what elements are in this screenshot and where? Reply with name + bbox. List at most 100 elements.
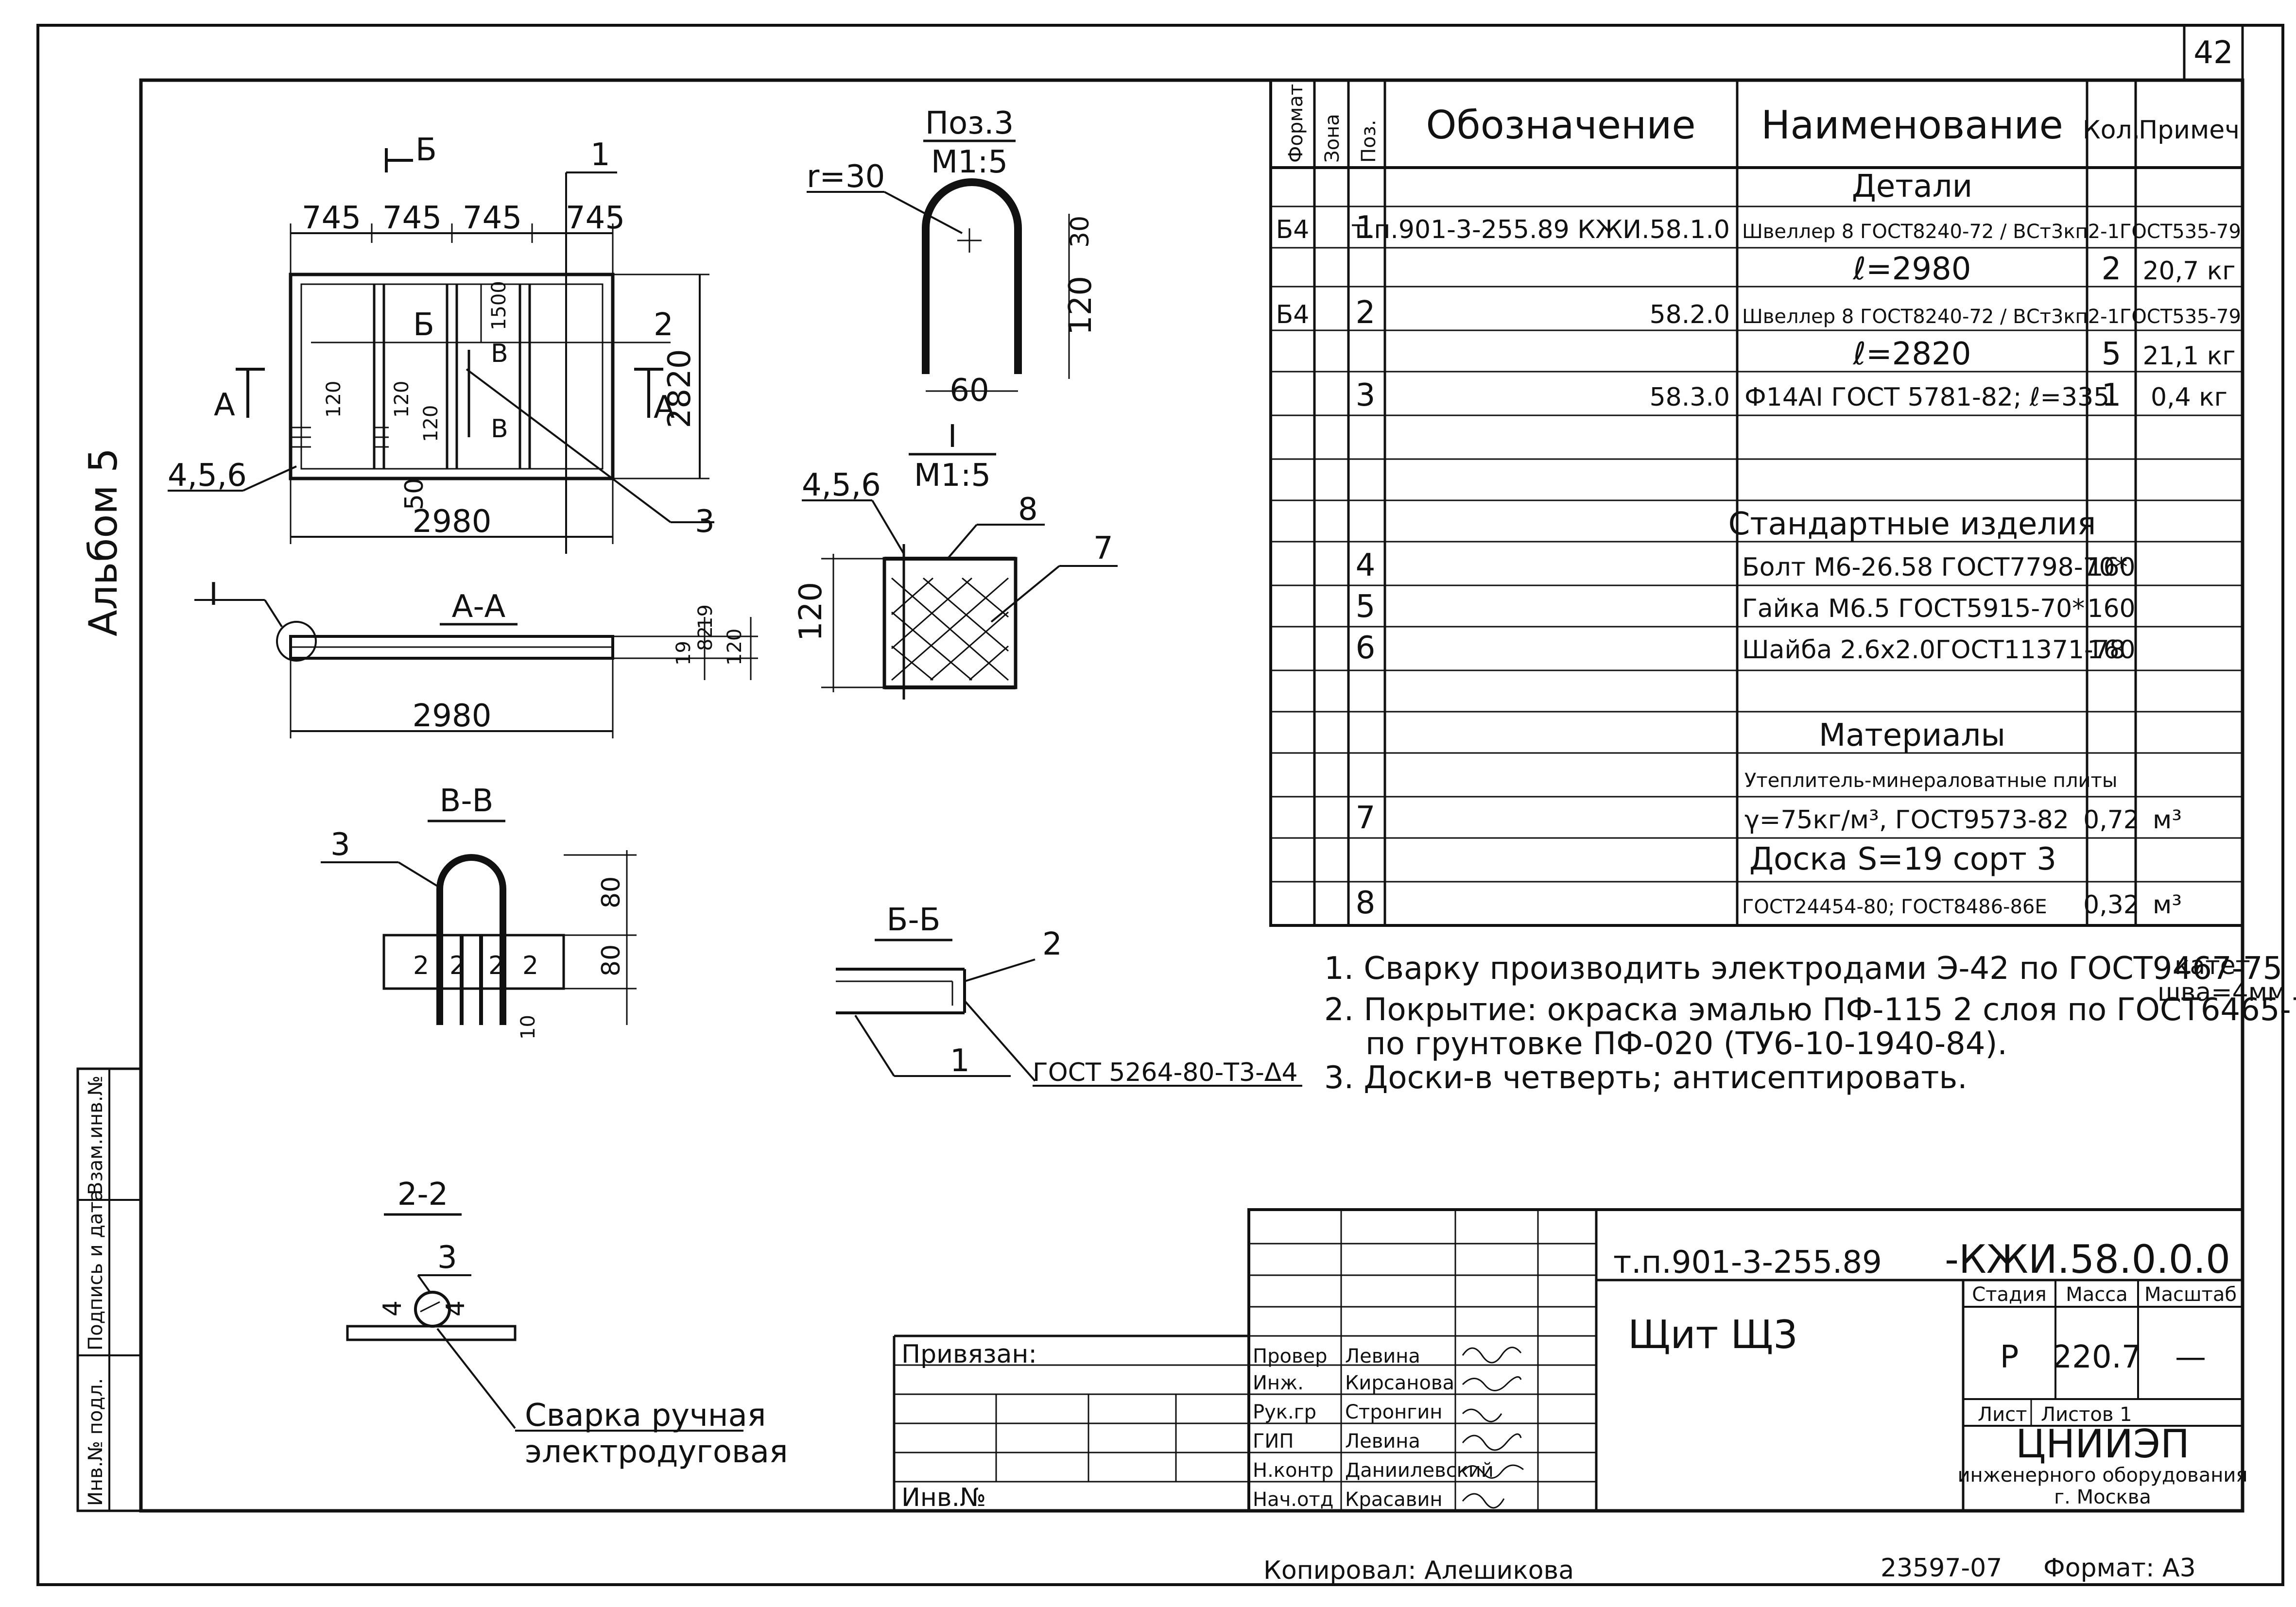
note-2-cont: по грунтовке ПФ-020 (ТУ6-10-1940-84).: [1365, 1026, 2007, 1062]
tb-scale-label: Масштаб: [2144, 1283, 2237, 1306]
r2-name: ℓ=2980: [1853, 251, 1971, 287]
role-1: Провер: [1253, 1345, 1328, 1368]
outer-frame: [36, 24, 2284, 1586]
margin-stamp: Инв.№ подл. Подпись и дата Взам.инв.№: [76, 1067, 142, 1512]
r4-note: 21,1 кг: [2142, 342, 2235, 371]
r3-pos: 2: [1356, 295, 1376, 331]
r10-name: γ=75кг/м³, ГОСТ9573-82: [1744, 805, 2069, 835]
r1-pos: 1: [1356, 210, 1376, 246]
note-1: 1. Сварку производить электродами Э-42 п…: [1324, 951, 2282, 987]
r6-name: Болт М6-26.58 ГОСТ7798-70*: [1742, 553, 2128, 582]
pos3-view: Поз.3 М1:5 r=30 30 120 60: [807, 105, 1099, 409]
dim-50: 50: [400, 478, 429, 510]
detail-i-scale: М1:5: [914, 458, 991, 494]
dim-745-3: 745: [463, 200, 522, 236]
footer-copied: Копировал: Алешикова: [1263, 1556, 1574, 1585]
title-block: Привязан: Инв.№ Провер Левина Инж. Кирса…: [893, 1208, 2247, 1512]
role-4: ГИП: [1253, 1430, 1294, 1453]
r8-pos: 6: [1356, 630, 1376, 666]
tb-stage-label: Стадия: [1972, 1283, 2046, 1306]
r5-pos: 3: [1356, 377, 1376, 413]
dim-120-b: 120: [391, 381, 413, 418]
r2-note: 20,7 кг: [2142, 256, 2235, 286]
tb-mass: 220.7: [2052, 1339, 2141, 1375]
vv-weld-1: 2: [413, 951, 429, 980]
name-5: Даниилевский: [1345, 1459, 1494, 1482]
r1-name: Швеллер 8 ГОСТ8240-72 / ВСт3кп2-1ГОСТ535…: [1742, 221, 2241, 243]
plan-view: 745 745 745 745 Б 1 2820 2 Б 1500 В В 12…: [168, 132, 715, 554]
hdr-name: Наименование: [1761, 103, 2063, 148]
r11-name: Доска S=19 сорт 3: [1749, 841, 2056, 877]
r10-pos: 7: [1356, 800, 1376, 836]
tb-code: -КЖИ.58.0.0.0: [1945, 1237, 2230, 1282]
pos3-dim-60: 60: [949, 373, 989, 409]
aa-dim-120: 120: [724, 629, 746, 666]
section-mark-b: Б: [415, 132, 437, 168]
vv-weld-2: 2: [449, 951, 466, 980]
page-number: 42: [2193, 35, 2233, 71]
r12-note: м³: [2153, 890, 2182, 920]
tb-stage: Р: [2000, 1339, 2019, 1375]
dim-2820: 2820: [662, 349, 698, 428]
r10-note: м³: [2153, 805, 2182, 835]
aa-dim-19a: 19: [673, 641, 695, 666]
tb-project: т.п.901-3-255.89: [1613, 1245, 1882, 1281]
22-weld-note-2: электродуговая: [525, 1434, 788, 1470]
dim-120-c: 120: [420, 405, 442, 442]
r3-designation: 58.2.0: [1650, 300, 1730, 329]
dim-1500: 1500: [488, 281, 510, 330]
note-1-shva: шва=4мм: [2158, 978, 2286, 1007]
pos3-scale: М1:5: [931, 144, 1008, 180]
plan-callout-456: 4,5,6: [168, 458, 247, 494]
tb-scale: —: [2175, 1339, 2206, 1375]
dim-120-a: 120: [323, 381, 345, 418]
hdr-zone: Зона: [1321, 114, 1344, 163]
r4-qty: 5: [2102, 336, 2122, 372]
name-1: Левина: [1345, 1345, 1420, 1368]
pos3-dim-30: 30: [1066, 216, 1095, 248]
note-2: 2. Покрытие: окраска эмалью ПФ-115 2 сло…: [1324, 992, 2296, 1028]
r12-pos: 8: [1356, 885, 1376, 921]
22-dim-4b: 4: [441, 1300, 470, 1316]
plan-dim-2980: 2980: [413, 504, 492, 540]
section-b-inner: Б: [413, 307, 434, 343]
vv-callout-3: 3: [330, 827, 350, 863]
hdr-pos: Поз.: [1358, 120, 1380, 163]
r5-designation: 58.3.0: [1650, 383, 1730, 412]
aa-dim-82: 82: [694, 626, 717, 651]
r6-qty: 160: [2087, 553, 2135, 582]
hdr-designation: Обозначение: [1426, 103, 1695, 148]
role-6: Нач.отд: [1253, 1488, 1333, 1511]
hdr-format: Формат: [1285, 84, 1307, 163]
22-callout-3: 3: [437, 1240, 457, 1276]
margin-sign-date: Подпись и дата: [85, 1190, 107, 1351]
tb-city: г. Москва: [2054, 1486, 2151, 1508]
tb-sheet-label: Лист: [1978, 1403, 2027, 1426]
bb-callout-1: 1: [950, 1043, 970, 1079]
r8-qty: 160: [2087, 635, 2135, 665]
bb-callout-2: 2: [1042, 926, 1062, 962]
section-aa-title: А-А: [452, 589, 506, 625]
vv-dim-80a: 80: [597, 876, 626, 908]
22-weld-note-1: Сварка ручная: [525, 1398, 766, 1434]
section-22: 2-2 3 4 4 Сварка ручная электродуговая: [346, 1177, 788, 1470]
role-5: Н.контр: [1253, 1459, 1333, 1482]
r7-qty: 160: [2087, 594, 2135, 623]
plan-callout-3: 3: [695, 504, 715, 540]
vv-weld-4: 2: [522, 951, 538, 980]
r5-qty: 1: [2102, 377, 2122, 413]
pos3-dim-120: 120: [1063, 276, 1099, 335]
r1-format: Б4: [1276, 215, 1310, 244]
album-label: Альбом 5: [81, 448, 126, 636]
r3-name: Швеллер 8 ГОСТ8240-72 / ВСт3кп2-1ГОСТ535…: [1742, 306, 2241, 328]
r8-name: Шайба 2.6х2.0ГОСТ11371-78: [1742, 635, 2125, 665]
footer-number: 23597-07: [1881, 1554, 2002, 1583]
r12-qty: 0,32: [2083, 890, 2140, 920]
22-dim-4a: 4: [378, 1300, 407, 1316]
spec-table: Формат Зона Поз. Обозначение Наименовани…: [1269, 79, 2244, 927]
r2-qty: 2: [2102, 251, 2122, 287]
detail-i-title: I: [948, 419, 957, 455]
vv-weld-3: 2: [488, 951, 504, 980]
footer-format: Формат: А3: [2043, 1554, 2196, 1583]
section-22-title: 2-2: [397, 1177, 449, 1213]
